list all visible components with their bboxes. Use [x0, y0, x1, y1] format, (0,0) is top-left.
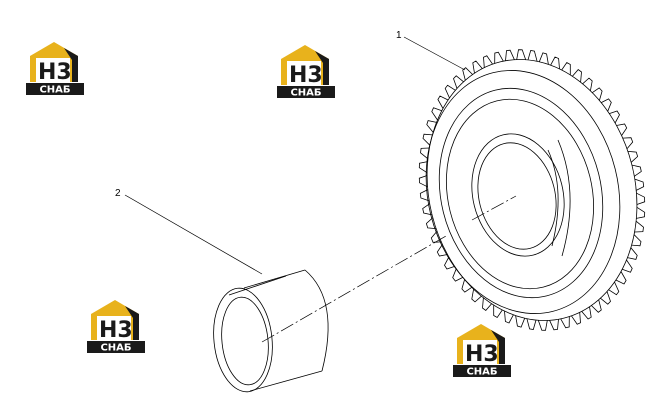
watermark-logo-2: H3 СНАБ: [275, 41, 337, 99]
center-axis-line-inner: [471, 195, 517, 221]
gear-hub-step: [445, 98, 595, 290]
logo-letters: H3: [465, 342, 499, 367]
gear-part: [418, 49, 646, 331]
logo-letters: H3: [289, 63, 323, 88]
gear-teeth-outline: [418, 49, 646, 331]
logo-caption: СНАБ: [100, 343, 131, 354]
bushing-front-outer: [213, 287, 273, 393]
gear-hub-outer: [438, 87, 604, 299]
logo-caption: СНАБ: [39, 85, 70, 96]
bushing-inner-top: [228, 275, 287, 296]
bushing-part: [213, 269, 329, 393]
callout-number-2: 2: [115, 188, 121, 199]
gear-bore-outer: [471, 133, 565, 257]
bushing-top-edge: [243, 269, 306, 289]
watermark-logo-4: H3 СНАБ: [451, 320, 513, 378]
gear-bore-inner: [477, 142, 557, 250]
gear-outer-rim: [426, 59, 638, 321]
watermark-logo-3: H3 СНАБ: [85, 296, 147, 354]
logo-caption: СНАБ: [466, 367, 497, 378]
gear-bore-depth: [547, 149, 559, 247]
h3-snab-logo-icon: H3 СНАБ: [26, 42, 84, 96]
callout-number-1: 1: [396, 30, 402, 41]
gear-face-edge: [425, 70, 621, 314]
h3-snab-logo-icon: H3 СНАБ: [453, 324, 511, 378]
bushing-bottom-edge: [249, 370, 323, 392]
watermark-logo-1: H3 СНАБ: [24, 38, 86, 96]
logo-letters: H3: [38, 60, 72, 85]
leader-line-2: [124, 194, 263, 275]
gear-teeth: [418, 49, 646, 331]
leader-line-1: [403, 36, 466, 71]
gear-bore-depth-2: [557, 139, 571, 257]
h3-snab-logo-icon: H3 СНАБ: [277, 45, 335, 99]
bushing-back-edge: [304, 269, 329, 372]
logo-letters: H3: [99, 318, 133, 343]
center-axis-line: [261, 235, 447, 343]
logo-caption: СНАБ: [290, 88, 321, 99]
h3-snab-logo-icon: H3 СНАБ: [87, 300, 145, 354]
